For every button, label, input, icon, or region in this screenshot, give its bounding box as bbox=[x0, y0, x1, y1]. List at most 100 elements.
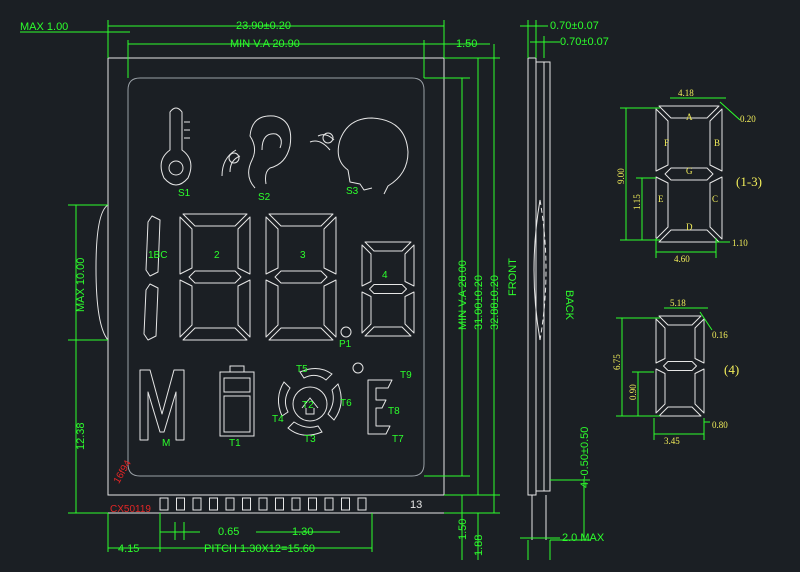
detail-4-caption: (4) bbox=[724, 362, 739, 377]
seg-c bbox=[694, 368, 705, 414]
digit-4-label: 4 bbox=[382, 270, 388, 281]
segment-letter-b: B bbox=[714, 138, 720, 148]
seg-g bbox=[369, 284, 407, 294]
top-dimensions bbox=[20, 20, 490, 78]
seg-f bbox=[179, 216, 193, 275]
seg-d bbox=[658, 229, 720, 243]
seg-e bbox=[655, 176, 669, 240]
digit-3 bbox=[265, 213, 337, 341]
digit-3-label: 3 bbox=[300, 250, 306, 261]
dim-pitch-total: PITCH 1.30X12=15.60 bbox=[204, 543, 315, 555]
t9-label: T9 bbox=[400, 370, 412, 381]
seg-c bbox=[404, 291, 415, 334]
segment-letter-c: C bbox=[712, 194, 718, 204]
left-dimensions bbox=[68, 204, 108, 514]
part-code: CX50119 bbox=[110, 504, 151, 515]
detail-1-3-gap: 1.15 bbox=[632, 194, 642, 210]
seg-a bbox=[658, 315, 702, 326]
pin-row bbox=[159, 497, 367, 511]
ear-icon bbox=[221, 115, 292, 189]
bottom-dimensions bbox=[107, 513, 373, 552]
dim-bottom-1-50: 1.50 bbox=[457, 519, 469, 540]
pin bbox=[308, 497, 317, 511]
segment-detail-4 bbox=[655, 315, 705, 417]
one-bc-label: 1BC bbox=[148, 250, 167, 261]
seg-e bbox=[655, 368, 666, 414]
seg-e bbox=[265, 279, 279, 338]
dim-max-1-00: MAX 1.00 bbox=[20, 21, 68, 33]
seg-c bbox=[143, 283, 159, 341]
seg-d bbox=[364, 326, 412, 337]
dim-left-12-38: 12.38 bbox=[75, 422, 87, 450]
dim-pin-length: 4~0.50±0.50 bbox=[579, 427, 591, 488]
dim-width-23-90: 23.90±0.20 bbox=[236, 20, 291, 32]
e-segment bbox=[367, 379, 393, 435]
t6-label: T6 bbox=[340, 398, 352, 409]
seg-g bbox=[663, 361, 697, 371]
seg-f bbox=[655, 318, 666, 364]
detail-1-3-stroke: 0.20 bbox=[740, 114, 756, 124]
seg-a bbox=[268, 213, 334, 227]
seg-f bbox=[265, 216, 279, 275]
seg-a bbox=[182, 213, 248, 227]
pin bbox=[291, 497, 301, 511]
front-view-label: FRONT bbox=[507, 258, 519, 296]
detail-1-3-caption: (1-3) bbox=[736, 174, 762, 189]
seg-b bbox=[145, 215, 161, 277]
seg-e bbox=[361, 291, 372, 334]
seg-b bbox=[694, 318, 705, 364]
detail-digit-4 bbox=[655, 315, 705, 417]
dim-min-va-20-90: MIN V.A 20.90 bbox=[230, 38, 300, 50]
seg-g bbox=[274, 270, 328, 284]
m-segment bbox=[139, 369, 185, 441]
dim-height-31-00: 31.00±0.20 bbox=[473, 275, 485, 330]
t4-label: T4 bbox=[272, 414, 284, 425]
main-digits bbox=[143, 213, 415, 341]
pin bbox=[225, 497, 235, 511]
dim-right-1-50: 1.50 bbox=[456, 38, 477, 50]
pin bbox=[192, 497, 202, 511]
detail-1-3-width: 4.60 bbox=[674, 254, 690, 264]
t8-label: T8 bbox=[388, 406, 400, 417]
detail-1-3-dims bbox=[620, 97, 741, 258]
pin bbox=[324, 497, 334, 511]
seg-d bbox=[268, 327, 334, 341]
detail-4-height: 6.75 bbox=[612, 354, 622, 370]
seg-g bbox=[188, 270, 242, 284]
detail-1-3-height: 9.00 bbox=[616, 168, 626, 184]
digit-2-label: 2 bbox=[214, 250, 220, 261]
seg-c bbox=[323, 279, 337, 338]
pin bbox=[176, 497, 185, 511]
digit-1 bbox=[143, 215, 161, 341]
seg-g bbox=[664, 167, 714, 181]
digit-4 bbox=[361, 241, 415, 337]
back-view-label: BACK bbox=[563, 290, 575, 321]
dim-pitch-1-30: 1.30 bbox=[292, 526, 313, 538]
seg-b bbox=[323, 216, 337, 275]
s2-label: S2 bbox=[258, 192, 271, 203]
pin bbox=[275, 497, 284, 511]
seg-a bbox=[658, 105, 720, 119]
seg-c bbox=[237, 279, 251, 338]
dim-pin-0-65: 0.65 bbox=[218, 526, 239, 538]
dim-height-32-88: 32.88±0.20 bbox=[489, 275, 501, 330]
s1-label: S1 bbox=[178, 188, 191, 199]
segment-letter-f: F bbox=[664, 138, 669, 148]
m-label: M bbox=[162, 438, 170, 449]
seg-f bbox=[361, 244, 372, 287]
height-dimensions bbox=[424, 44, 500, 560]
t5-label: T5 bbox=[296, 364, 308, 375]
decimal-point bbox=[340, 326, 352, 338]
s3-label: S3 bbox=[346, 186, 359, 197]
battery-icon bbox=[219, 365, 255, 437]
dim-thickness-top: 0.70±0.07 bbox=[550, 20, 599, 32]
t7-label: T7 bbox=[392, 434, 404, 445]
seg-e bbox=[179, 279, 193, 338]
detail-4-gap: 0.90 bbox=[628, 384, 638, 400]
pin bbox=[258, 497, 268, 511]
pin-13-mark: 13 bbox=[410, 499, 422, 511]
dim-left-4-15: 4.15 bbox=[118, 543, 139, 555]
detail-digit-1-3 bbox=[655, 105, 723, 243]
